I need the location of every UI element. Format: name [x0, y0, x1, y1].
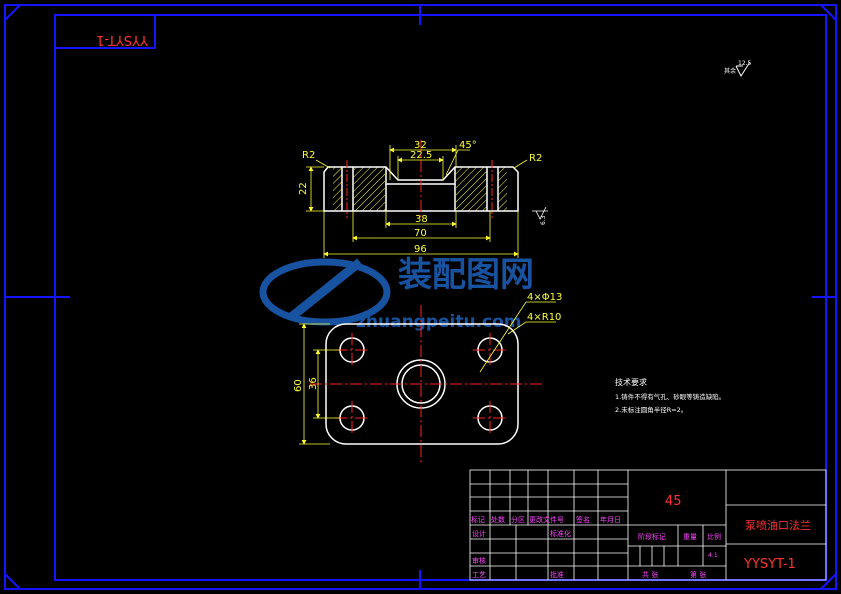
roughness-symbol: 其余 12.5	[724, 60, 752, 78]
top-view	[310, 305, 545, 462]
tb-header-5: 年月日	[600, 515, 621, 524]
dim-38: 38	[415, 214, 428, 225]
tb-stage-mark: 阶段标记	[638, 532, 666, 541]
sheet-frame	[4, 4, 837, 590]
watermark-url: zhuangpeitu.com	[356, 312, 522, 332]
tb-standardize: 标准化	[550, 529, 571, 538]
dim-22-5: 22.5	[410, 150, 432, 161]
title-block	[469, 469, 827, 581]
tb-approve: 批准	[550, 570, 564, 579]
tb-design: 设计	[472, 529, 486, 538]
dim-r2-right: R2	[529, 153, 542, 164]
top-dimensions	[299, 301, 556, 445]
dim-70: 70	[414, 228, 427, 239]
tb-sheet-no: 第 张	[690, 570, 706, 579]
mirrored-drawing-number: YYSYT-1	[96, 32, 149, 47]
roughness-value: 12.5	[738, 60, 752, 67]
section-dimensions	[306, 145, 548, 258]
tb-weight: 重量	[683, 533, 697, 541]
tb-header-1: 处数	[491, 515, 505, 524]
drawing-number: YYSYT-1	[743, 557, 796, 572]
roughness-label: 其余	[724, 67, 736, 75]
dim-60: 60	[293, 379, 304, 392]
dim-36: 36	[308, 377, 319, 390]
tech-requirements: 技术要求 1.铸件不得有气孔、砂眼等铸造缺陷。 2.未标注圆角半径R=2。	[615, 377, 725, 414]
tb-scale: 比例	[707, 532, 721, 541]
tb-process: 工艺	[472, 571, 486, 579]
material: 45	[665, 494, 682, 509]
dim-22-height: 22	[298, 182, 309, 195]
section-view	[323, 140, 519, 220]
watermark-brand: 装配图网	[398, 255, 534, 295]
dim-radii: 4×R10	[527, 312, 561, 323]
tb-header-2: 分区	[511, 515, 525, 524]
tb-header-0: 标记	[471, 515, 485, 524]
dim-r2-left: R2	[302, 150, 315, 161]
tech-item-2: 2.未标注圆角半径R=2。	[615, 405, 687, 414]
tb-sheets-total: 共 张	[642, 570, 658, 579]
dim-holes: 4×Φ13	[527, 292, 562, 303]
tb-review: 审核	[472, 556, 486, 565]
tb-scale-value: 4:1	[708, 552, 718, 559]
tech-item-1: 1.铸件不得有气孔、砂眼等铸造缺陷。	[615, 392, 725, 401]
tb-header-3: 更改文件号	[529, 515, 564, 524]
watermark: 装配图网 zhuangpeitu.com	[259, 255, 534, 332]
dim-45-angle: 45°	[459, 140, 477, 151]
dim-96: 96	[414, 244, 427, 255]
tech-title: 技术要求	[615, 377, 647, 387]
section-roughness-value: 6.3	[540, 215, 547, 225]
part-name: 泵喷油口法兰	[745, 518, 811, 532]
dim-32: 32	[414, 140, 427, 151]
tb-header-4: 签名	[576, 515, 590, 524]
